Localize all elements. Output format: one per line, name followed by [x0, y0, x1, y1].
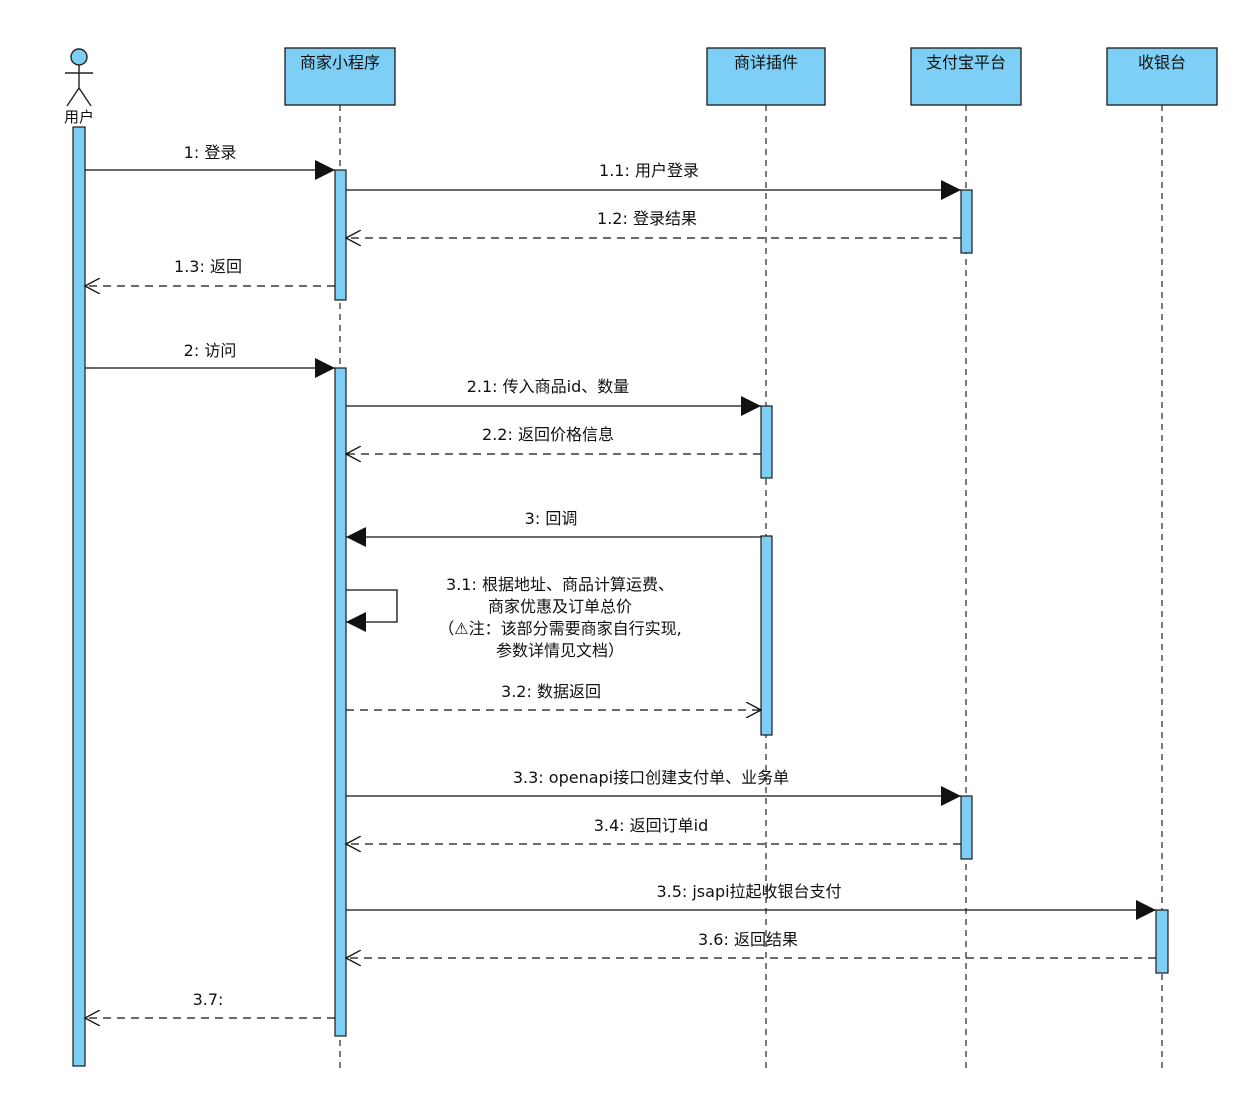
message-label: 3: 回调: [525, 509, 578, 528]
message-1-3: 1.3: 返回: [85, 257, 335, 286]
message-label-line: （⚠注：该部分需要商家自行实现,: [438, 619, 681, 638]
message-3-6: 3.6: 返回结果: [346, 930, 1156, 958]
activation-merchant-app-2: [334, 367, 347, 1037]
activation-user: [72, 126, 86, 1067]
activation-detail-plugin-2: [760, 535, 773, 736]
participant-label-merchant-app: 商家小程序: [300, 53, 380, 72]
activation-alipay-1: [960, 189, 973, 254]
message-label-multiline: 3.1: 根据地址、商品计算运费、商家优惠及订单总价 （⚠注：该部分需要商家自行实…: [438, 575, 681, 660]
message-label: 2.1: 传入商品id、数量: [467, 377, 630, 396]
actor-icon: [65, 48, 93, 107]
participant-detail-plugin: 商详插件: [706, 47, 826, 106]
message-label-line: 3.1: 根据地址、商品计算运费、: [446, 575, 674, 594]
participant-label-alipay: 支付宝平台: [926, 53, 1006, 72]
participant-user: 用户: [64, 48, 94, 126]
message-label: 3.5: jsapi拉起收银台支付: [656, 882, 841, 901]
message-1: 1: 登录: [85, 143, 335, 180]
message-2-2: 2.2: 返回价格信息: [346, 425, 761, 454]
participant-merchant-app: 商家小程序: [284, 47, 396, 106]
message-3-3: 3.3: openapi接口创建支付单、业务单: [346, 768, 961, 806]
message-label: 1: 登录: [184, 143, 237, 162]
message-label: 3.3: openapi接口创建支付单、业务单: [513, 768, 789, 787]
message-3-7: 3.7:: [85, 990, 335, 1018]
message-3-4: 3.4: 返回订单id: [346, 816, 961, 844]
message-1-2: 1.2: 登录结果: [346, 209, 961, 238]
message-1-1: 1.1: 用户登录: [346, 161, 961, 200]
message-label: 3.2: 数据返回: [501, 682, 601, 701]
message-label: 2.2: 返回价格信息: [482, 425, 614, 444]
message-label: 3.4: 返回订单id: [594, 816, 709, 835]
message-label-line: 参数详情见文档）: [496, 641, 624, 660]
participant-alipay: 支付宝平台: [910, 47, 1022, 106]
message-3: 3: 回调: [346, 509, 761, 547]
activation-merchant-app-1: [334, 169, 347, 301]
activation-cashier: [1155, 909, 1169, 974]
message-label: 1.1: 用户登录: [599, 161, 699, 180]
message-label: 2: 访问: [184, 341, 237, 360]
message-3-2: 3.2: 数据返回: [346, 682, 761, 710]
message-label-line: 商家优惠及订单总价: [488, 597, 632, 616]
message-2-1: 2.1: 传入商品id、数量: [346, 377, 761, 416]
message-label: 1.2: 登录结果: [597, 209, 697, 228]
activation-detail-plugin-1: [760, 405, 773, 479]
message-label: 3.6: 返回结果: [698, 930, 798, 949]
message-2: 2: 访问: [85, 341, 335, 378]
message-label: 1.3: 返回: [174, 257, 242, 276]
activation-alipay-2: [960, 795, 973, 860]
participant-cashier: 收银台: [1106, 47, 1218, 106]
participant-label-user: 用户: [64, 108, 94, 126]
message-label: 3.7:: [193, 990, 224, 1009]
message-3-1: 3.1: 根据地址、商品计算运费、商家优惠及订单总价 （⚠注：该部分需要商家自行实…: [346, 575, 682, 660]
participant-label-detail-plugin: 商详插件: [734, 53, 798, 72]
message-3-5: 3.5: jsapi拉起收银台支付: [346, 882, 1156, 920]
participant-label-cashier: 收银台: [1138, 53, 1186, 72]
